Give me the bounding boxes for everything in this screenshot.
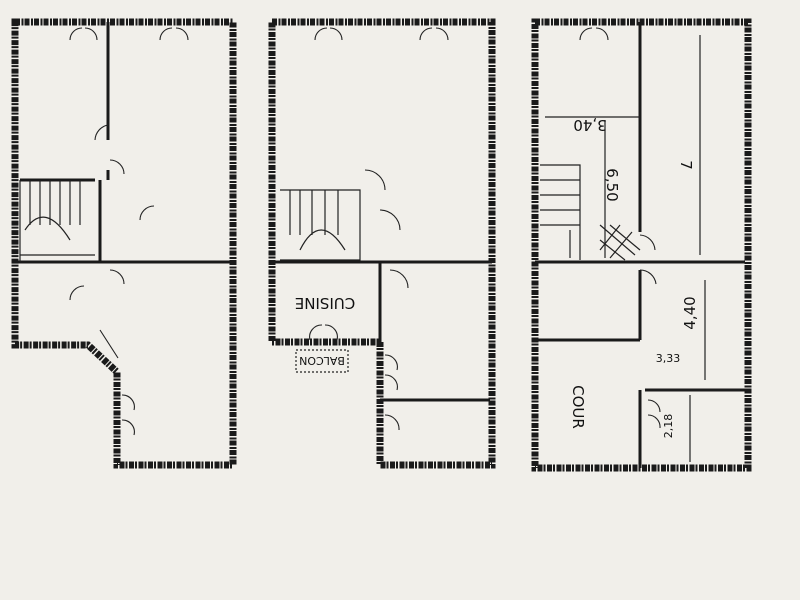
dimension-label: 7 <box>677 160 695 170</box>
dimension-label: 3,40 <box>573 116 606 134</box>
outer-wall <box>531 18 752 472</box>
interior-wall <box>20 22 110 262</box>
kitchen-label: CUISINE <box>295 294 356 312</box>
door-swing <box>579 27 661 429</box>
dimension-label: 2,18 <box>662 414 675 439</box>
door-swing <box>69 27 189 436</box>
dimension-label: 6,50 <box>603 168 621 201</box>
dimension-lines <box>545 35 740 462</box>
balcony <box>295 349 349 373</box>
interior-wall <box>272 260 492 402</box>
floor-plan-right: 3,40 6,50 7 4,40 3,33 2,18 COUR <box>531 18 752 472</box>
dimension-label: 4,40 <box>681 296 699 329</box>
balcony-label: BALCON <box>299 354 345 367</box>
staircase <box>19 180 95 262</box>
dimension-label: 3,33 <box>656 352 681 365</box>
staircase <box>540 164 641 261</box>
floor-plan-left <box>11 18 237 469</box>
door-swing <box>309 27 449 431</box>
interior-wall <box>535 22 745 468</box>
floor-plan-middle: CUISINE BALCON <box>268 18 496 469</box>
staircase <box>280 189 361 261</box>
courtyard-label: COUR <box>569 385 587 429</box>
outer-wall <box>268 18 496 469</box>
outer-wall <box>11 18 237 469</box>
